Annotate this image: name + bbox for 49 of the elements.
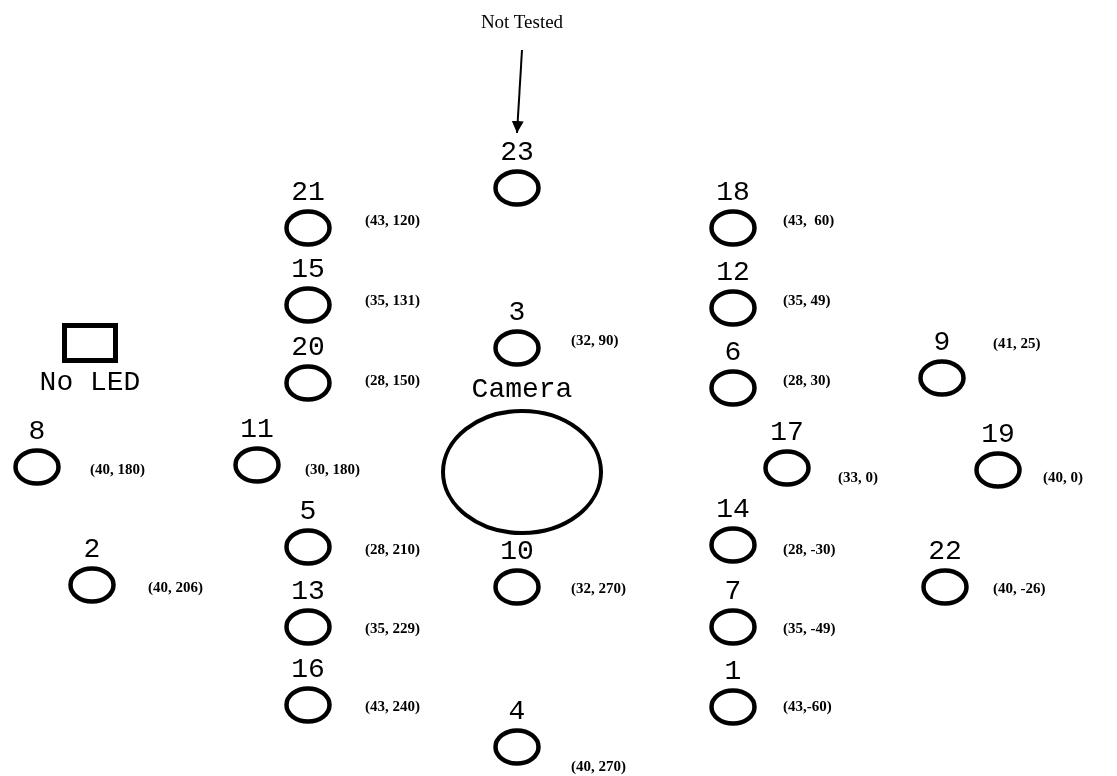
led-number: 21	[291, 179, 325, 207]
coordinate-label: (32, 270)	[571, 579, 626, 597]
coordinate-label: (35, 131)	[365, 291, 420, 309]
coordinate-label: (30, 180)	[305, 460, 360, 478]
coordinate-label: (40, 206)	[148, 578, 203, 596]
led-number: 18	[716, 179, 750, 207]
led-number: 22	[928, 538, 962, 566]
coordinate-label: (35, 49)	[783, 291, 831, 309]
led-number: 3	[508, 299, 526, 327]
led-number: 6	[724, 339, 742, 367]
coordinate-label: (40, -26)	[993, 579, 1046, 597]
led-number: 14	[716, 496, 750, 524]
coordinate-label: (40, 0)	[1043, 468, 1083, 486]
coordinate-label: (33, 0)	[838, 468, 878, 486]
coordinate-label: (43,-60)	[783, 697, 832, 715]
led-number: 16	[291, 656, 325, 684]
coordinate-label: (43, 120)	[365, 211, 420, 229]
led-number: 9	[933, 329, 951, 357]
coordinate-label: (40, 180)	[90, 460, 145, 478]
coordinate-label: (35, 229)	[365, 619, 420, 637]
led-number: 1	[724, 658, 742, 686]
coordinate-label: (28, 150)	[365, 371, 420, 389]
led-number: 12	[716, 259, 750, 287]
led-number: 8	[28, 418, 46, 446]
annotation-text: Not Tested	[480, 12, 564, 33]
coordinate-label: (43, 240)	[365, 697, 420, 715]
coordinate-label: (28, 30)	[783, 371, 831, 389]
coordinate-label: (35, -49)	[783, 619, 836, 637]
coordinate-label: (40, 270)	[571, 757, 626, 775]
led-number: 20	[291, 334, 325, 362]
led-number: 13	[291, 578, 325, 606]
led-number: 7	[724, 578, 742, 606]
no-led-label: No LED	[39, 369, 141, 397]
coordinate-label: (28, -30)	[783, 540, 836, 558]
coordinate-label: (28, 210)	[365, 540, 420, 558]
led-number: 23	[500, 139, 534, 167]
coordinate-label: (41, 25)	[993, 334, 1041, 352]
led-number: 19	[981, 421, 1015, 449]
led-number: 15	[291, 256, 325, 284]
coordinate-label: (32, 90)	[571, 331, 619, 349]
led-number: 11	[240, 416, 274, 444]
led-number: 10	[500, 538, 534, 566]
led-number: 2	[83, 536, 101, 564]
led-number: 17	[770, 419, 804, 447]
led-number: 4	[508, 698, 526, 726]
arrow	[511, 49, 524, 134]
camera-label: Camera	[471, 376, 573, 404]
coordinate-label: (43, 60)	[783, 211, 835, 229]
led-number: 5	[299, 498, 317, 526]
